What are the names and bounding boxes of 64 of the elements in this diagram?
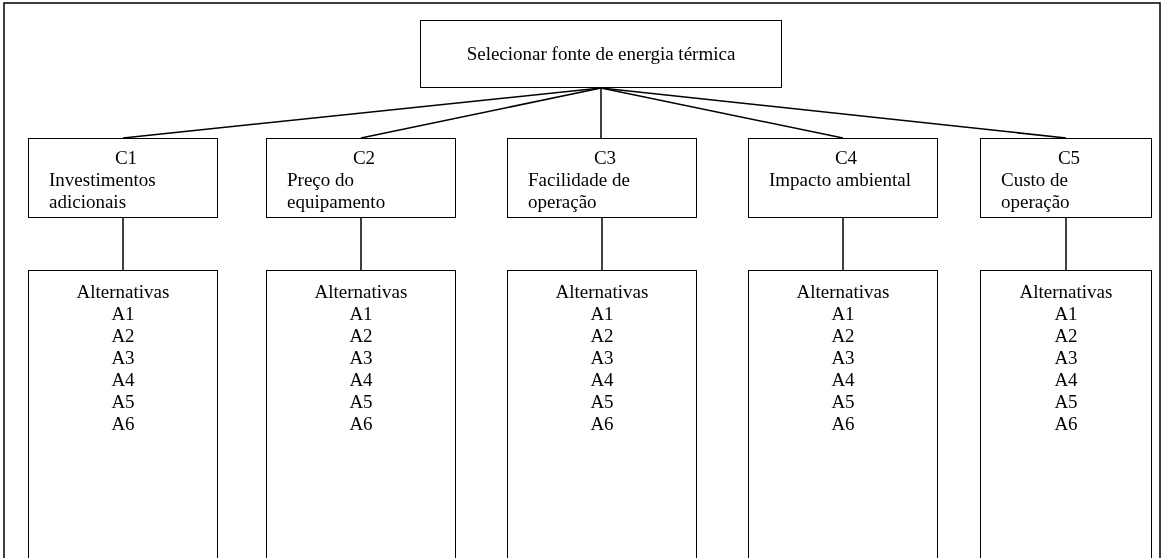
alternative-label: A4 (1053, 369, 1079, 391)
alternatives-box (507, 270, 697, 558)
alternative-label: A4 (589, 369, 615, 391)
alternatives-heading: Alternativas (795, 281, 891, 303)
alternatives-heading: Alternativas (554, 281, 650, 303)
criterion-name: Preço do equipamento (287, 169, 387, 213)
connector-line (1065, 217, 1067, 271)
criterion-box (266, 138, 456, 218)
alternatives-box (748, 270, 938, 558)
alternative-label: A5 (110, 391, 136, 413)
alternative-label: A2 (589, 325, 615, 347)
alternative-label: A5 (1053, 391, 1079, 413)
alternative-label: A2 (110, 325, 136, 347)
criterion-name: Investimentos adicionais (49, 169, 157, 213)
criterion-code: C1 (113, 147, 139, 169)
alternative-label: A1 (1053, 303, 1079, 325)
alternative-label: A4 (348, 369, 374, 391)
alternatives-heading: Alternativas (1018, 281, 1114, 303)
criterion-name: Facilidade de operação (528, 169, 631, 213)
alternative-label: A3 (1053, 347, 1079, 369)
alternative-label: A3 (110, 347, 136, 369)
goal-box (420, 20, 782, 88)
connector-line (360, 217, 362, 271)
alternatives-box (28, 270, 218, 558)
connector-line (600, 87, 602, 139)
alternative-label: A3 (589, 347, 615, 369)
alternative-label: A4 (830, 369, 856, 391)
criterion-code: C5 (1056, 147, 1082, 169)
criterion-name: Impacto ambiental (769, 169, 912, 191)
criterion-box (748, 138, 938, 218)
alternatives-box (980, 270, 1152, 558)
connector-line (122, 217, 124, 271)
alternative-label: A1 (830, 303, 856, 325)
alternative-label: A6 (348, 413, 374, 435)
alternative-label: A2 (348, 325, 374, 347)
alternative-label: A2 (1053, 325, 1079, 347)
alternative-label: A4 (110, 369, 136, 391)
alternative-label: A6 (830, 413, 856, 435)
alternative-label: A6 (589, 413, 615, 435)
alternative-label: A5 (589, 391, 615, 413)
alternative-label: A3 (830, 347, 856, 369)
alternatives-heading: Alternativas (313, 281, 409, 303)
criterion-code: C3 (592, 147, 618, 169)
criterion-name: Custo de operação (1001, 169, 1071, 213)
goal-text: Selecionar fonte de energia térmica (466, 43, 736, 65)
alternative-label: A3 (348, 347, 374, 369)
alternative-label: A6 (1053, 413, 1079, 435)
alternative-label: A2 (830, 325, 856, 347)
criterion-code: C4 (833, 147, 859, 169)
alternative-label: A1 (110, 303, 136, 325)
alternative-label: A5 (348, 391, 374, 413)
connector-line (601, 217, 603, 271)
alternative-label: A6 (110, 413, 136, 435)
criterion-box (980, 138, 1152, 218)
connector-line (842, 217, 844, 271)
alternatives-heading: Alternativas (75, 281, 171, 303)
alternative-label: A1 (589, 303, 615, 325)
connector-line (360, 87, 602, 139)
alternative-label: A1 (348, 303, 374, 325)
alternatives-box (266, 270, 456, 558)
criterion-box (507, 138, 697, 218)
criterion-box (28, 138, 218, 218)
criterion-code: C2 (351, 147, 377, 169)
alternative-label: A5 (830, 391, 856, 413)
